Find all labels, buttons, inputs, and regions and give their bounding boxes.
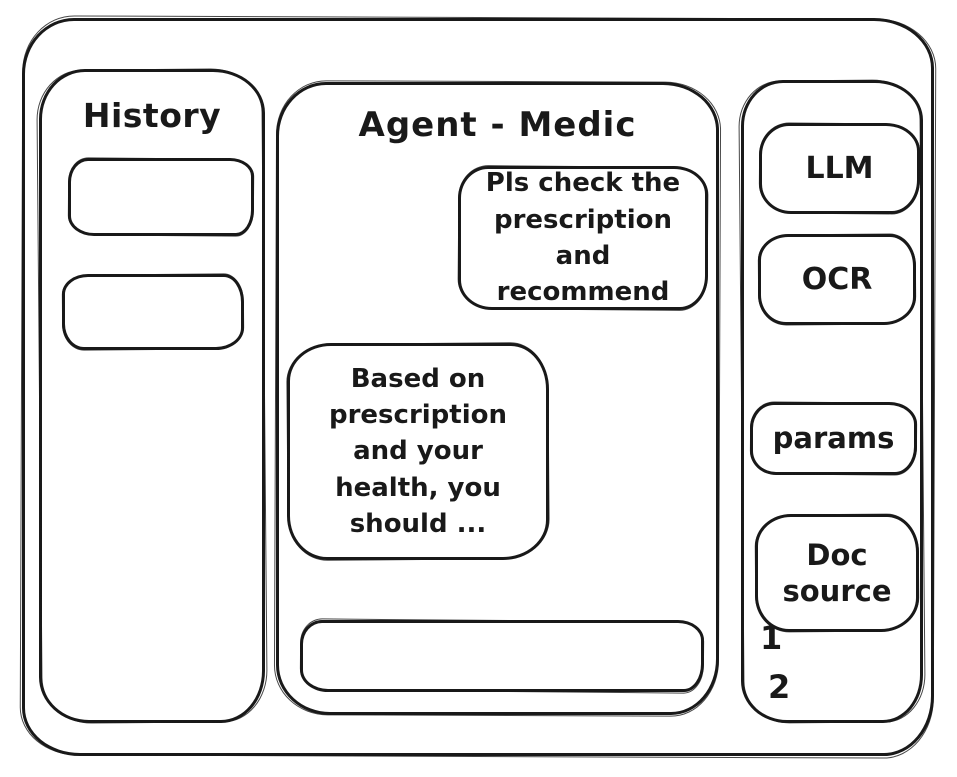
- params-button-label: params: [772, 421, 895, 456]
- history-panel: History: [39, 69, 265, 723]
- doc-list-item[interactable]: 2: [768, 668, 791, 706]
- agent-message-bubble: Based on prescription and your health, y…: [287, 343, 549, 560]
- user-message-bubble: Pls check the prescription and recommend: [458, 166, 708, 310]
- user-message-text: Pls check the prescription and recommend: [485, 168, 681, 308]
- chat-title: Agent - Medic: [358, 105, 637, 145]
- app-frame: History Agent - Medic Pls check the pres…: [22, 18, 934, 756]
- params-button[interactable]: params: [750, 402, 917, 475]
- tools-panel: LLM OCR params Doc source 1 2: [741, 80, 923, 723]
- llm-button-label: LLM: [805, 150, 874, 186]
- history-item[interactable]: [68, 158, 254, 236]
- history-item[interactable]: [62, 274, 244, 350]
- chat-input-box: [300, 620, 704, 692]
- agent-message-text: Based on prescription and your health, y…: [328, 363, 507, 540]
- doc-source-button-label: Doc source: [782, 537, 892, 608]
- chat-panel: Agent - Medic Pls check the prescription…: [276, 82, 719, 715]
- llm-button[interactable]: LLM: [759, 123, 920, 214]
- doc-source-button[interactable]: Doc source: [755, 514, 919, 632]
- doc-list-item[interactable]: 1: [760, 619, 783, 657]
- ocr-button-label: OCR: [801, 261, 873, 297]
- ocr-button[interactable]: OCR: [758, 234, 916, 325]
- chat-input[interactable]: [315, 627, 689, 685]
- history-title: History: [82, 96, 222, 135]
